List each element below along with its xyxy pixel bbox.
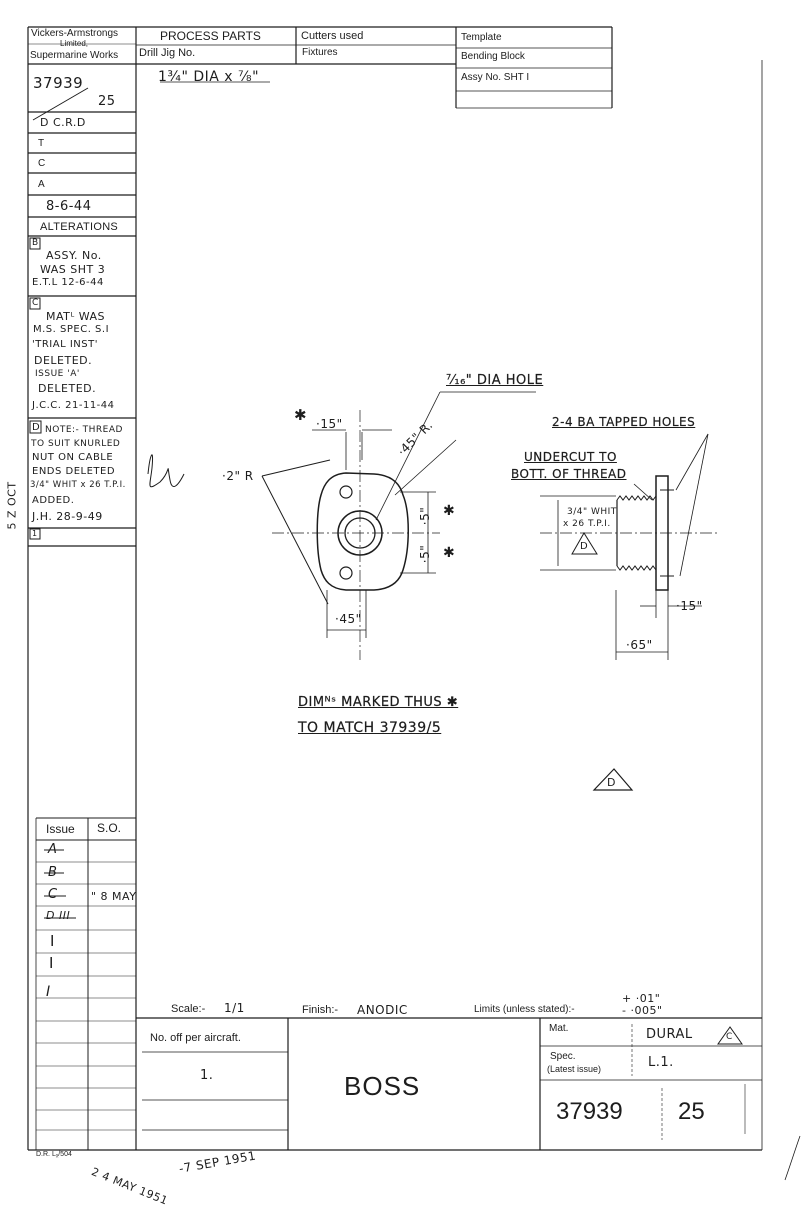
- spec-sub-label: (Latest issue): [547, 1064, 602, 1074]
- company-name-line2: Limited,: [60, 39, 89, 48]
- dim-2r: ·2" R: [222, 469, 254, 483]
- no-off-value: 1.: [200, 1068, 214, 1083]
- drawing-date: 8-6-44: [46, 199, 92, 214]
- boss-front-view: [261, 391, 536, 660]
- drawing-number: 37939: [556, 1098, 623, 1125]
- side-date-stamp: 5 Z OCT: [5, 481, 19, 530]
- alteration-b-line: ASSY. No.: [46, 249, 102, 262]
- t-field: T: [38, 138, 45, 149]
- alteration-c-line: M.S. SPEC. S.I: [33, 324, 110, 335]
- alteration-d-line: NOTE:- THREAD: [45, 425, 123, 435]
- star-marker: ✱: [443, 503, 456, 519]
- material-revision: C: [726, 1032, 733, 1042]
- dim-65: ·65": [626, 638, 653, 652]
- issue-entry: I: [46, 984, 51, 1000]
- d-field: D C.R.D: [40, 116, 86, 129]
- alteration-d-line: J.H. 28-9-49: [32, 510, 103, 523]
- thread-note-line1: 3/4" WHIT: [567, 507, 617, 517]
- hole-note: ⁷⁄₁₆" DIA HOLE: [446, 373, 544, 388]
- scale-label: Scale:-: [171, 1003, 206, 1015]
- issue-column-header: Issue: [46, 822, 75, 836]
- dim-5-upper: ·5": [418, 506, 433, 526]
- thread-note-line2: x 26 T.P.I.: [563, 519, 611, 529]
- fixtures-label: Fixtures: [302, 47, 338, 58]
- form-number: D.R. Lᵪ/504: [36, 1151, 72, 1158]
- alteration-d-letter: D: [32, 422, 41, 433]
- alteration-c-line: MATᴸ WAS: [46, 310, 106, 323]
- material-label: Mat.: [549, 1023, 569, 1034]
- dims-note-line1: DIMᴺˢ MARKED THUS ✱: [298, 695, 459, 710]
- cutters-used-label: Cutters used: [301, 30, 364, 42]
- revision-triangle: [592, 768, 634, 791]
- drawing-number-top: 37939: [33, 74, 84, 92]
- alteration-e-letter: 1: [32, 529, 38, 538]
- revision-triangle-small: [571, 532, 598, 555]
- revision-letter-small: D: [580, 541, 589, 552]
- spec-value: L.1.: [648, 1055, 674, 1070]
- dim-5-lower: ·5": [418, 544, 433, 564]
- alteration-d-line: TO SUIT KNURLED: [31, 439, 121, 449]
- dim-15-top: ·15": [316, 417, 343, 431]
- sheet-number-top: 25: [98, 94, 116, 109]
- process-parts-label: PROCESS PARTS: [160, 29, 261, 43]
- finish-label: Finish:-: [302, 1004, 339, 1016]
- issue-entry: A: [48, 842, 58, 857]
- star-marker: ✱: [443, 545, 456, 561]
- limit-minus: - ·005": [622, 1004, 663, 1017]
- alteration-b-line: E.T.L 12-6-44: [32, 277, 104, 288]
- undercut-note-line2: BOTT. OF THREAD: [511, 467, 627, 481]
- finish-value: ANODIC: [357, 1003, 408, 1017]
- alteration-c-line: J.C.C. 21-11-44: [32, 400, 115, 411]
- alteration-b-line: WAS SHT 3: [40, 263, 106, 276]
- part-name: BOSS: [344, 1071, 421, 1101]
- so-column-header: S.O.: [97, 821, 122, 835]
- scale-value: 1/1: [224, 1001, 245, 1015]
- alteration-d-line: ADDED.: [32, 495, 75, 506]
- c-field: C: [38, 158, 46, 169]
- dim-45-bottom: ·45": [335, 612, 362, 626]
- issue-entry: B: [48, 865, 58, 880]
- alteration-c-line: ISSUE 'A': [35, 369, 80, 379]
- alteration-c-line: 'TRIAL INST': [32, 339, 98, 350]
- issue-entry: I: [50, 932, 55, 950]
- alteration-d-line: NUT ON CABLE: [32, 452, 114, 463]
- a-field: A: [38, 179, 45, 190]
- alteration-d-line: ENDS DELETED: [32, 466, 116, 477]
- issue-entry: D III: [46, 909, 71, 922]
- alteration-d-line: 3/4" WHIT x 26 T.P.I.: [30, 480, 126, 490]
- star-marker: ✱: [294, 406, 308, 424]
- undercut-note-line1: UNDERCUT TO: [524, 450, 617, 464]
- issue-entry: C: [48, 887, 58, 902]
- boss-side-view: [540, 433, 720, 660]
- company-name-line1: Vickers-Armstrongs: [31, 28, 119, 39]
- drill-jig-label: Drill Jig No.: [139, 47, 196, 59]
- tapped-holes-note: 2-4 BA TAPPED HOLES: [552, 415, 696, 429]
- alterations-title: ALTERATIONS: [40, 221, 119, 233]
- bending-block-label: Bending Block: [461, 51, 525, 62]
- limit-plus: + ·01": [622, 992, 661, 1005]
- no-off-label: No. off per aircraft.: [150, 1032, 241, 1044]
- alteration-c-letter: C: [32, 298, 39, 308]
- assy-no-label: Assy No. SHT I: [461, 72, 530, 83]
- alteration-c-line: DELETED.: [38, 382, 97, 395]
- dim-15-side: ·15": [676, 599, 703, 613]
- company-name-line3: Supermarine Works: [30, 50, 119, 61]
- template-label: Template: [461, 32, 502, 43]
- dims-note-line2: TO MATCH 37939/5: [298, 720, 442, 736]
- sheet-number: 25: [678, 1098, 705, 1125]
- signature-scribble: [147, 454, 185, 488]
- so-entry: " 8 MAY: [91, 890, 137, 903]
- mat-revision-triangle: [717, 1026, 743, 1045]
- spec-label: Spec.: [550, 1051, 576, 1062]
- limits-label: Limits (unless stated):-: [474, 1004, 575, 1015]
- alteration-c-line: DELETED.: [34, 354, 93, 367]
- revision-letter: D: [607, 776, 616, 789]
- material-value: DURAL: [646, 1027, 693, 1042]
- alteration-b-letter: B: [32, 238, 39, 248]
- size-note: 1¾" DIA x ⅞": [158, 69, 260, 85]
- issue-entry: I: [49, 954, 54, 972]
